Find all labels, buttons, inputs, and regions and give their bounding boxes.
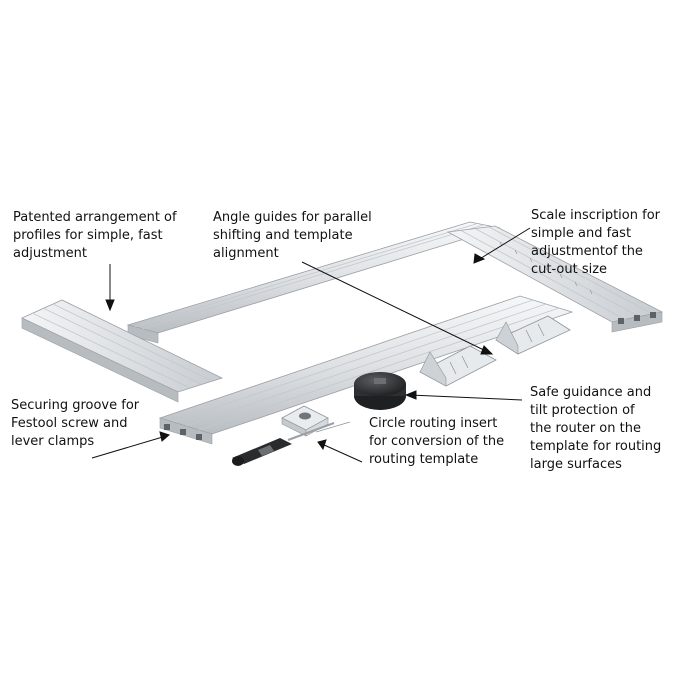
callout-angle-guides: Angle guides for parallel shifting and t… [213, 209, 372, 263]
callout-line: alignment [213, 246, 279, 261]
callout-line: tilt protection of [530, 403, 635, 418]
guide-puck [354, 372, 406, 410]
front-profile-rail [158, 295, 574, 445]
callout-profiles: Patented arrangement of profiles for sim… [13, 209, 177, 263]
callout-groove: Securing groove for Festool screw and le… [11, 397, 139, 451]
callout-line: lever clamps [11, 434, 95, 449]
circle-routing-insert [281, 405, 351, 437]
callout-scale: Scale inscription for simple and fast ad… [531, 207, 660, 279]
angle-guide-left [419, 345, 497, 387]
callout-line: Scale inscription for [531, 208, 660, 223]
right-profile-rail [446, 225, 664, 333]
callout-circle-insert: Circle routing insert for conversion of … [369, 415, 504, 469]
callout-line: template for routing [530, 439, 662, 454]
screwdriver [232, 422, 335, 466]
callout-line: Patented arrangement of [13, 210, 177, 225]
callout-line: Circle routing insert [369, 416, 498, 431]
callout-line: for conversion of the [369, 434, 505, 449]
left-profile-rail [21, 299, 224, 403]
callout-line: cut-out size [531, 262, 608, 277]
angle-guide-right [495, 315, 571, 355]
callout-safe-guidance: Safe guidance and tilt protection of the… [530, 384, 661, 474]
back-profile-rail [126, 221, 501, 344]
callout-line: Angle guides for parallel [213, 210, 372, 225]
callout-line: the router on the [530, 421, 641, 436]
callout-line: Safe guidance and [530, 385, 652, 400]
callout-line: simple and fast [531, 226, 632, 241]
callout-line: large surfaces [530, 457, 622, 472]
callout-line: shifting and template [213, 228, 353, 243]
callout-line: Securing groove for [11, 398, 140, 413]
callout-line: Festool screw and [11, 416, 128, 431]
callout-line: profiles for simple, fast [13, 228, 163, 243]
callout-line: adjustmentof the [531, 244, 643, 259]
callout-line: routing template [369, 452, 479, 467]
callout-line: adjustment [13, 246, 87, 261]
leader-lines [91, 227, 531, 463]
